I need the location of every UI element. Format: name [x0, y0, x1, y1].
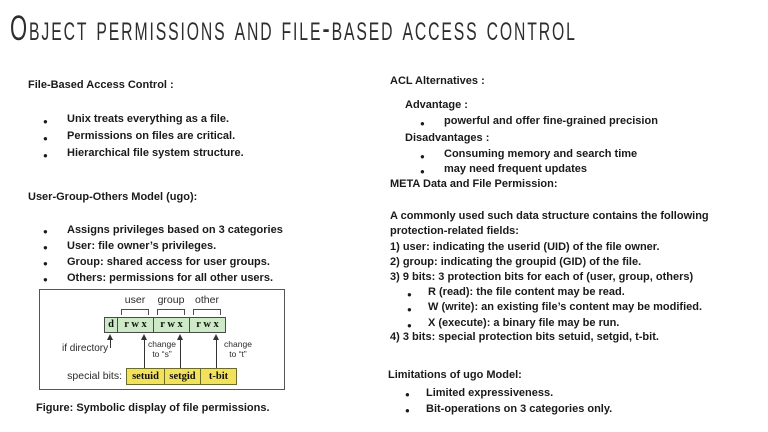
- list-item: may need frequent updates: [390, 162, 637, 180]
- label-disadvantages: Disadvantages :: [405, 132, 490, 144]
- list-item: Others: permissions for all other users.: [28, 270, 283, 288]
- text-line-4bits: 4) 3 bits: special protection bits setui…: [390, 331, 659, 343]
- change-to-s-line1: change: [148, 339, 176, 349]
- list-item: Hierarchical file system structure.: [28, 145, 244, 164]
- arrow-setuid-head: [140, 334, 147, 340]
- if-directory-label: if directory: [62, 343, 109, 354]
- figure-label-other: other: [195, 294, 219, 306]
- advantage-bullet-list: powerful and offer fine-grained precisio…: [390, 114, 658, 132]
- bracket-user: [121, 309, 149, 315]
- cell-directory-bit: d: [104, 317, 118, 333]
- cell-rwx-other: r w x: [189, 317, 226, 333]
- change-to-t-line2: to “t”: [229, 349, 247, 359]
- cell-rwx-group: r w x: [153, 317, 190, 333]
- meta-data-text: A commonly used such data structure cont…: [390, 209, 709, 285]
- rwx-bullet-list: R (read): the file content may be read. …: [390, 285, 702, 334]
- list-item: User: file owner’s privileges.: [28, 238, 283, 256]
- figure-label-group: group: [157, 294, 185, 306]
- box-tbit: t-bit: [200, 368, 237, 385]
- permissions-figure: user group other d r w x r w x r w x if …: [39, 289, 285, 390]
- list-item: Group: shared access for user groups.: [28, 254, 283, 272]
- box-setgid: setgid: [164, 368, 201, 385]
- bracket-group: [157, 309, 185, 315]
- list-item: powerful and offer fine-grained precisio…: [390, 114, 658, 132]
- figure-label-user: user: [124, 294, 146, 306]
- change-to-t-label: change to “t”: [221, 339, 255, 359]
- arrow-setgid-line: [179, 340, 181, 368]
- list-item: Unix treats everything as a file.: [28, 111, 244, 130]
- list-item: X (execute): a binary file may be run.: [390, 316, 702, 334]
- list-item: Consuming memory and search time: [390, 147, 637, 165]
- box-setuid: setuid: [126, 368, 165, 385]
- list-item: Limited expressiveness.: [388, 385, 612, 403]
- cell-rwx-user: r w x: [117, 317, 154, 333]
- text-line: 3) 9 bits: 3 protection bits for each of…: [390, 271, 694, 284]
- list-item: Assigns privileges based on 3 categories: [28, 222, 283, 240]
- list-item: R (read): the file content may be read.: [390, 285, 702, 303]
- list-item: Bit-operations on 3 categories only.: [388, 401, 612, 419]
- slide-title: Object permissions and file-based access…: [10, 9, 577, 48]
- change-to-s-line2: to “s”: [152, 349, 172, 359]
- change-to-s-label: change to “s”: [145, 339, 179, 359]
- arrow-if-directory-head: [106, 334, 113, 340]
- special-bits-label: special bits:: [67, 370, 122, 382]
- limitations-bullet-list: Limited expressiveness. Bit-operations o…: [388, 385, 612, 419]
- file-based-bullet-list: Unix treats everything as a file. Permis…: [28, 111, 244, 164]
- arrow-tbit-head: [212, 334, 219, 340]
- disadvantage-bullet-list: Consuming memory and search time may nee…: [390, 147, 637, 180]
- text-line: 2) group: indicating the groupid (GID) o…: [390, 255, 642, 268]
- label-advantage: Advantage :: [405, 99, 468, 111]
- list-item: W (write): an existing file’s content ma…: [390, 300, 702, 318]
- heading-acl-alternatives: ACL Alternatives :: [390, 75, 485, 87]
- text-line: A commonly used such data structure cont…: [390, 210, 709, 222]
- list-item: Permissions on files are critical.: [28, 128, 244, 147]
- text-line: 1) user: indicating the userid (UID) of …: [390, 240, 660, 253]
- arrow-tbit-line: [215, 340, 217, 368]
- ugo-bullet-list: Assigns privileges based on 3 categories…: [28, 222, 283, 288]
- arrow-setgid-head: [176, 334, 183, 340]
- heading-limitations: Limitations of ugo Model:: [388, 369, 522, 381]
- text-line: protection-related fields:: [390, 225, 519, 238]
- arrow-if-directory-line: [109, 340, 111, 348]
- heading-meta-data: META Data and File Permission:: [390, 178, 558, 190]
- heading-ugo-model: User-Group-Others Model (ugo):: [28, 191, 198, 203]
- figure-caption: Figure: Symbolic display of file permiss…: [36, 402, 270, 414]
- change-to-t-line1: change: [224, 339, 252, 349]
- bracket-other: [193, 309, 221, 315]
- heading-file-based-access-control: File-Based Access Control :: [28, 79, 174, 91]
- arrow-setuid-line: [143, 340, 145, 368]
